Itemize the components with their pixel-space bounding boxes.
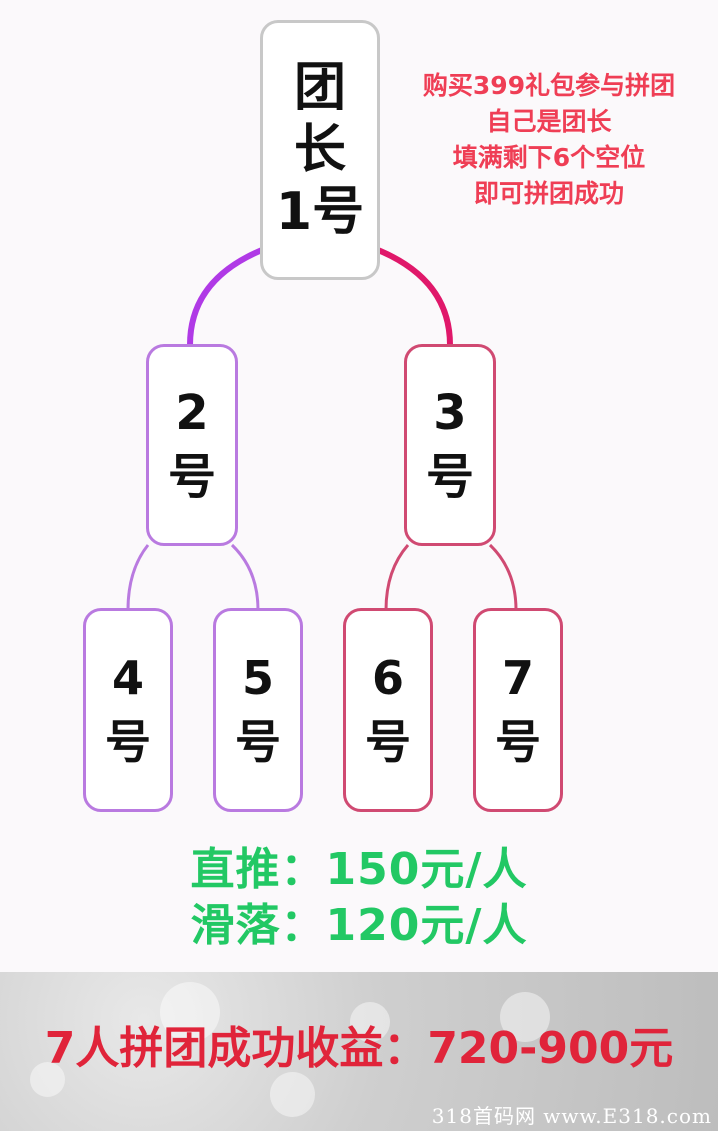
node-label: 长 xyxy=(293,120,346,180)
node-suffix: 号 xyxy=(167,449,216,505)
instruction-note: 购买399礼包参与拼团 自己是团长 填满剩下6个空位 即可拼团成功 xyxy=(380,68,718,212)
node-leader-1: 团 长 1号 xyxy=(260,20,380,280)
node-number: 2 xyxy=(175,385,209,441)
direct-rate: 直推：150元/人 xyxy=(190,844,528,895)
node-7: 7 号 xyxy=(473,608,563,812)
node-5: 5 号 xyxy=(213,608,303,812)
note-line: 购买399礼包参与拼团 xyxy=(422,71,676,100)
note-line: 填满剩下6个空位 xyxy=(452,143,646,172)
commission-rates: 直推：150元/人 滑落：120元/人 xyxy=(0,842,718,954)
node-number: 6 xyxy=(371,651,404,705)
node-3: 3 号 xyxy=(404,344,496,546)
node-4: 4 号 xyxy=(83,608,173,812)
node-number: 4 xyxy=(111,651,144,705)
node-number: 5 xyxy=(241,651,274,705)
income-banner: 7人拼团成功收益：720-900元 318首码网 www.E318.com xyxy=(0,972,718,1131)
node-suffix: 号 xyxy=(105,715,151,769)
node-label: 1号 xyxy=(275,182,365,242)
node-suffix: 号 xyxy=(425,449,474,505)
node-2: 2 号 xyxy=(146,344,238,546)
node-suffix: 号 xyxy=(235,715,281,769)
total-income: 7人拼团成功收益：720-900元 xyxy=(44,1023,674,1074)
node-suffix: 号 xyxy=(365,715,411,769)
spillover-rate: 滑落：120元/人 xyxy=(190,900,528,951)
note-line: 即可拼团成功 xyxy=(473,179,624,208)
node-suffix: 号 xyxy=(495,715,541,769)
watermark: 318首码网 www.E318.com xyxy=(431,1104,712,1128)
node-label: 团 xyxy=(293,58,346,118)
note-line: 自己是团长 xyxy=(486,107,612,136)
node-number: 3 xyxy=(433,385,467,441)
node-6: 6 号 xyxy=(343,608,433,812)
node-number: 7 xyxy=(501,651,534,705)
